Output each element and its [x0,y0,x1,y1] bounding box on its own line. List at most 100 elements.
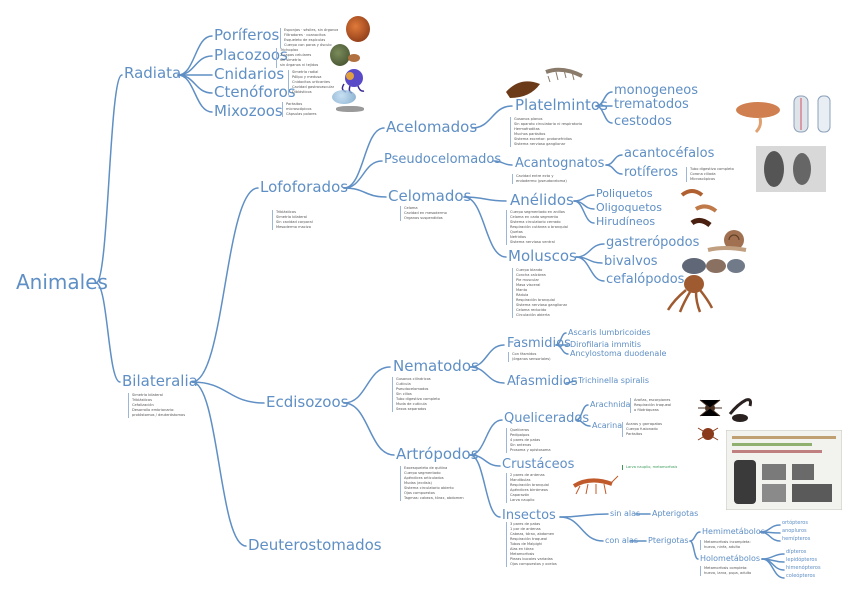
group-ecdisozoos: Ecdisozoos [266,393,349,411]
node-monogeneos: monogeneos [614,83,699,98]
node-pseudocelomados: Pseudocelomados [384,152,502,167]
node-quelicerados: Quelicerados [504,411,590,426]
node-poriferos: Poríferos [214,26,280,44]
connector-line [191,381,265,404]
connector-line [575,243,605,258]
snail-illustration [707,230,747,252]
placozoa-illustration [330,44,350,66]
annelid-illustrations [680,189,718,228]
connector-line [95,74,123,284]
connector-line [605,154,623,166]
connector-line [471,105,513,129]
connector-line [559,513,609,518]
species-trichinella: Trichinella spiralis [578,376,650,385]
connector-line [463,196,507,202]
order-holo-1: lepidópteros [786,557,818,563]
node-artropodos: Artrópodos [396,445,479,463]
bivalve-illustration [682,258,745,274]
trematode-illustrations [736,95,831,134]
node-acantognatos: Acantognatos [515,156,605,171]
shrimp-illustration [572,475,619,495]
node-crustaceos: Crustáceos [502,457,575,472]
connector-line [573,200,595,224]
connector-line [343,187,387,198]
node-bivalvos: bivalvos [604,254,658,269]
order-holo-3: coleópteros [786,573,816,579]
node-fasmidios: Fasmidios [507,336,571,351]
order-hemi-0: ortópteros [782,520,808,526]
placozoa-small-illustration [348,54,360,62]
connector-line [761,553,785,560]
ctenophore-illustration [332,90,356,104]
group-lofoforados: Lofoforados [260,178,349,196]
node-nematodos: Nematodos [393,357,479,375]
connector-line [343,366,391,404]
node-insectos: Insectos [502,508,556,523]
connector-line [95,282,121,383]
flatworm-illustrations [506,67,583,98]
connector-line [177,55,213,76]
connector-line [559,516,604,542]
connector-line [469,366,505,384]
connector-line [177,74,213,94]
node-sin-alas: sin alas [610,509,641,518]
node-hirudineos: Hirudíneos [596,215,656,228]
species-ancylostoma: Ancylostoma duodenale [570,349,667,358]
rotifer-photo [756,146,826,192]
order-holo-0: dípteros [786,549,807,555]
connector-line [343,127,385,189]
connector-line [343,160,383,189]
connector-line [191,381,247,547]
node-hemimetabolos: Hemimetábolos [702,527,765,536]
connector-line [573,194,595,202]
order-hemi-1: anopluros [782,528,807,534]
node-cestodos: cestodos [614,114,672,129]
group-radiata: Radiata [124,64,182,82]
connector-line [761,558,785,579]
myxozoa-illustration [336,106,364,112]
connector-line [469,344,505,368]
insect-reference-sheet [726,430,842,510]
group-bilateralia: Bilateralia [122,372,198,390]
connector-line [191,187,259,383]
group-deuterostomados: Deuterostomados [248,536,382,554]
node-gastropodos: gastrerópodos [606,235,700,250]
connector-line [605,164,623,175]
node-mixozoos: Mixozoos [214,102,283,120]
note-holometabolos: Metamorfosis completa:huevo, larva, pupa… [700,566,751,576]
node-acantocefalos: acantocéfalos [624,146,715,161]
sponge-illustration [346,16,370,42]
species-ascaris: Ascaris lumbricoides [568,328,651,337]
connector-line [177,74,213,113]
connector-line [493,160,513,166]
node-poliquetos: Poliquetos [596,187,653,200]
node-apterigotas: Apterigotas [652,509,699,518]
node-rotiferos: rotíferos [624,165,679,180]
connector-line [759,531,781,542]
connector-line [343,402,395,456]
node-trematodos: trematodos [614,97,689,112]
note-hemimetabolos: Metamorfosis incompleta:huevo, ninfa, ad… [700,540,751,550]
connector-line [555,344,569,355]
arachnid-illustrations [697,398,752,441]
node-arachnida: Arachnida [590,400,631,409]
connector-line [469,419,503,456]
order-holo-2: himenópteros [786,565,821,571]
connector-line [595,105,613,124]
connector-line [689,531,701,542]
